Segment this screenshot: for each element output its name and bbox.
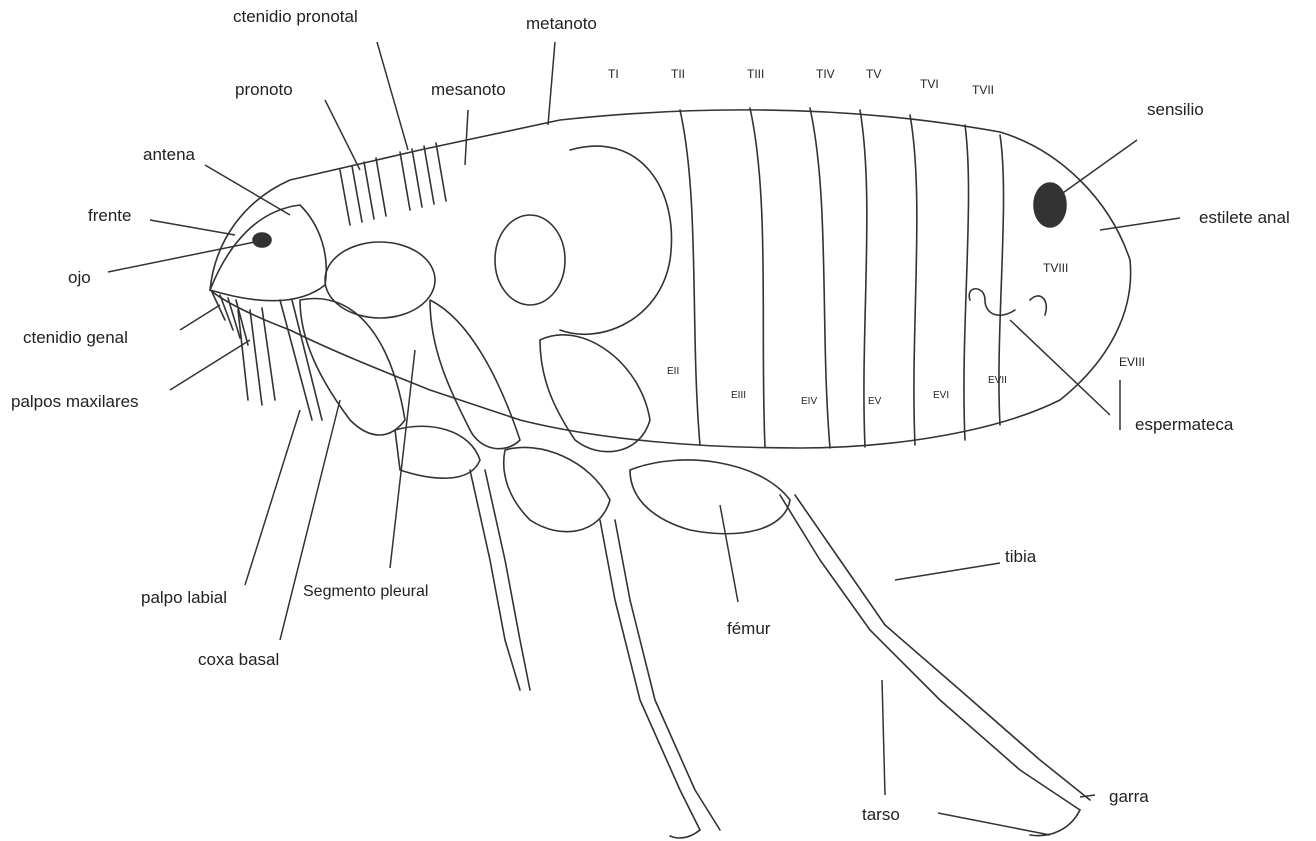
label-frente: frente [86,206,133,226]
label-espermateca: espermateca [1133,415,1235,435]
sternite-label: EII [665,366,681,378]
sternite-label: EIII [729,390,748,402]
hind-tibia [780,495,885,630]
label-ctenidio-genal: ctenidio genal [21,328,130,348]
body-outline [210,110,1131,448]
tergite-label: TVII [970,84,996,98]
label-mesanoto: mesanoto [429,80,508,100]
label-pronoto: pronoto [233,80,295,100]
meso-plate [495,215,565,305]
tergite-label: TVI [918,78,941,92]
sternite-label: EVII [986,375,1009,387]
fore-coxa [300,299,405,436]
label-antena: antena [141,145,197,165]
hind-tarsus [870,625,1090,810]
label-estilete-anal: estilete anal [1197,208,1292,228]
sternite-label: EIV [799,396,819,408]
sternite-label: EV [866,396,883,408]
label-femur: fémur [725,619,772,639]
fore-femur [395,426,480,478]
eye [253,233,271,247]
hind-femur [630,460,790,534]
label-tarso: tarso [860,805,902,825]
metathorax-plate [560,146,672,334]
sternite-label: EVI [931,390,951,402]
spermatheca [969,289,1046,315]
tergite-label: TI [606,68,621,82]
head-outline [210,205,326,301]
mid-femur [504,447,610,531]
label-coxa-basal: coxa basal [196,650,281,670]
tergite-label: TV [864,68,883,82]
tergite-label: TIII [745,68,766,82]
pronotal-comb [340,143,446,225]
mid-coxa [430,300,520,449]
label-sensilio: sensilio [1145,100,1206,120]
label-tviii: TVIII [1041,262,1070,276]
label-palpo-labial: palpo labial [139,588,229,608]
label-ojo: ojo [66,268,93,288]
tergite-label: TIV [814,68,837,82]
leader-lines [108,42,1180,835]
fore-leg [470,470,530,690]
sensilium [1034,183,1066,227]
label-metanoto: metanoto [524,14,599,34]
thorax-plate [325,242,435,318]
label-segmento-pleural: Segmento pleural [301,583,430,601]
label-garra: garra [1107,787,1151,807]
genal-comb [212,292,248,345]
mid-leg [600,520,720,830]
tergite-label: TII [669,68,687,82]
label-ctenidio-pronotal: ctenidio pronotal [231,7,360,27]
label-palpos-maxilares: palpos maxilares [9,392,141,412]
label-tibia: tibia [1003,547,1038,567]
label-eviii: EVIII [1117,356,1147,370]
